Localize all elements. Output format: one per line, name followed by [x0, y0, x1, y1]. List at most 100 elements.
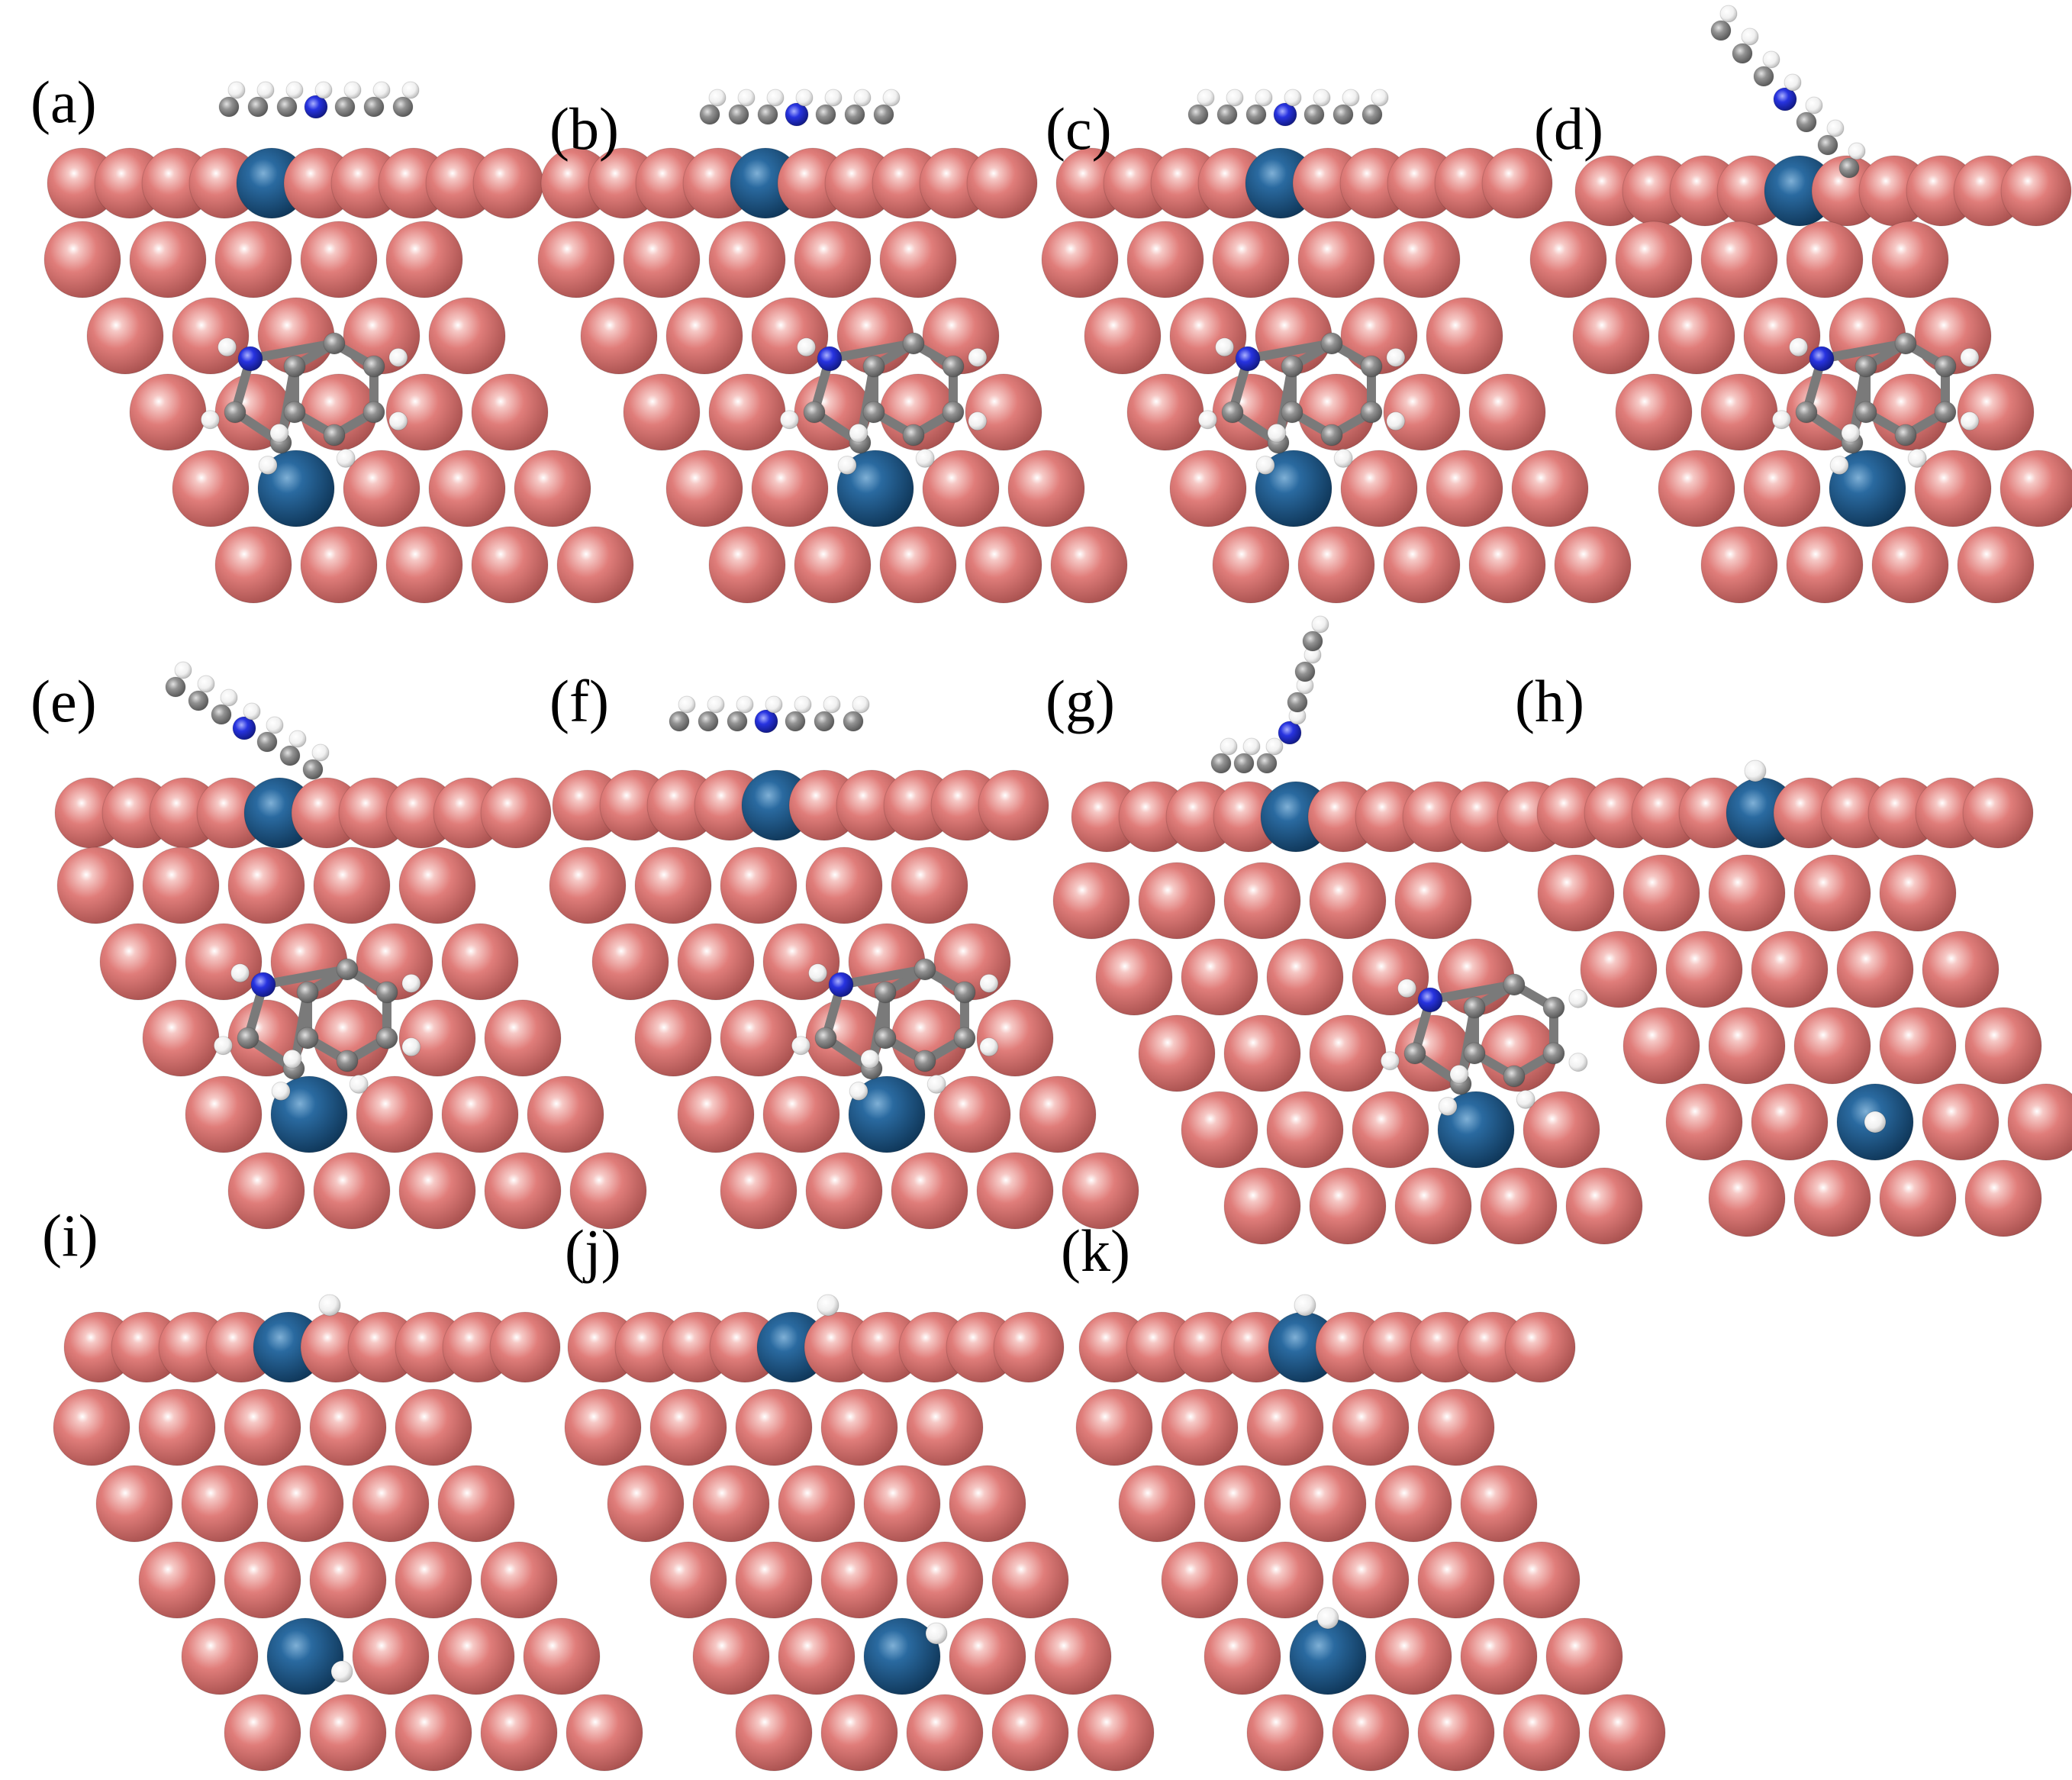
nitrogen-atom — [1417, 987, 1443, 1013]
panel-f — [549, 695, 1139, 1230]
carbon-atom — [237, 1027, 259, 1050]
panel-label: (k) — [1061, 1217, 1130, 1284]
dopant-atom — [1289, 1617, 1367, 1695]
carbon-atom — [1503, 1065, 1526, 1088]
carbon-atom — [1732, 43, 1753, 64]
host-atom — [720, 999, 798, 1077]
host-atom — [1417, 1694, 1495, 1772]
hydrogen-atom — [779, 410, 799, 430]
dopant-atom — [863, 1617, 941, 1695]
panel-label: (i) — [42, 1202, 98, 1269]
host-atom — [1394, 1167, 1472, 1245]
host-atom — [762, 923, 840, 1001]
host-atom — [976, 1152, 1054, 1230]
carbon-atom — [283, 401, 306, 424]
host-atom — [437, 1465, 515, 1543]
adsorbate-indoline — [669, 695, 999, 1101]
carbon-atom — [873, 104, 894, 125]
host-atom — [1095, 938, 1173, 1016]
host-atom — [891, 1152, 968, 1230]
hydrogen-atom — [372, 81, 391, 99]
host-atom — [441, 923, 519, 1001]
carbon-atom — [803, 401, 826, 424]
host-atom — [820, 1388, 898, 1466]
host-atom — [398, 846, 476, 924]
host-atom — [214, 221, 292, 298]
host-atom — [1700, 526, 1778, 604]
nitrogen-atom — [1273, 102, 1297, 127]
host-atom — [1352, 1091, 1429, 1169]
nitrogen-atom — [828, 972, 854, 998]
panel-a — [44, 81, 634, 604]
host-atom — [1554, 526, 1632, 604]
panel-label: (d) — [1534, 95, 1603, 162]
host-atom — [820, 1541, 898, 1619]
host-atom — [1481, 147, 1553, 219]
bond — [1817, 339, 1910, 363]
host-atom — [1181, 1091, 1258, 1169]
hydrogen-atom — [1848, 142, 1866, 160]
hydrogen-atom — [1741, 27, 1759, 46]
carbon-atom — [334, 96, 356, 118]
host-atom — [1426, 450, 1503, 527]
hydrogen-atom — [1197, 89, 1215, 107]
carbon-atom — [914, 958, 936, 981]
carbon-atom — [188, 690, 209, 711]
host-atom — [1708, 1007, 1786, 1085]
host-atom — [471, 526, 549, 604]
host-atom — [922, 450, 1000, 527]
host-atom — [993, 1311, 1065, 1383]
hydrogen-atom — [258, 456, 278, 476]
carbon-atom — [843, 711, 864, 732]
carbon-atom — [699, 104, 720, 125]
host-atom — [356, 1075, 433, 1153]
bond — [1243, 339, 1336, 363]
hydrogen-atom — [736, 695, 754, 714]
dopant-atom — [1255, 450, 1332, 527]
host-atom — [1204, 1617, 1281, 1695]
adsorbate-h-atom — [817, 1294, 948, 1645]
host-atom — [1964, 1159, 2042, 1237]
carbon-atom — [283, 355, 306, 378]
panel-label: (f) — [549, 668, 609, 734]
host-atom — [794, 526, 872, 604]
host-atom — [313, 1152, 391, 1230]
hydrogen-atom — [791, 1036, 810, 1056]
host-atom — [1622, 1007, 1700, 1085]
top-view-slab — [56, 846, 647, 1230]
hydrogen-atom — [285, 81, 304, 99]
carbon-atom — [1216, 104, 1238, 125]
carbon-atom — [1281, 401, 1303, 424]
host-atom — [142, 846, 220, 924]
host-atom — [1138, 862, 1216, 940]
hydrogen-atom — [765, 695, 783, 714]
host-atom — [1340, 450, 1418, 527]
hydrogen-atom — [1265, 737, 1284, 756]
host-atom — [906, 1541, 984, 1619]
side-view-slab — [1574, 155, 2072, 227]
host-atom — [891, 846, 968, 924]
panel-label: (j) — [565, 1217, 621, 1284]
host-atom — [1658, 450, 1735, 527]
host-atom — [1793, 1007, 1871, 1085]
dopant-atom — [836, 450, 914, 527]
carbon-atom — [363, 96, 385, 118]
top-view-slab — [537, 221, 1128, 604]
carbon-atom — [1210, 753, 1232, 774]
host-atom — [1871, 526, 1949, 604]
host-atom — [1565, 1167, 1643, 1245]
host-atom — [1588, 1694, 1666, 1772]
carbon-atom — [1360, 401, 1383, 424]
panel-label: (a) — [31, 69, 97, 135]
hydrogen-atom — [853, 89, 872, 107]
carbon-atom — [323, 332, 346, 355]
host-atom — [1708, 854, 1786, 932]
host-atom — [751, 450, 829, 527]
hydrogen-atom — [795, 89, 814, 107]
hydrogen-atom — [1719, 5, 1738, 23]
host-atom — [1708, 1159, 1786, 1237]
carbon-atom — [1320, 332, 1343, 355]
host-atom — [1181, 938, 1258, 1016]
hydrogen-atom — [1864, 1111, 1887, 1133]
host-atom — [965, 373, 1042, 451]
